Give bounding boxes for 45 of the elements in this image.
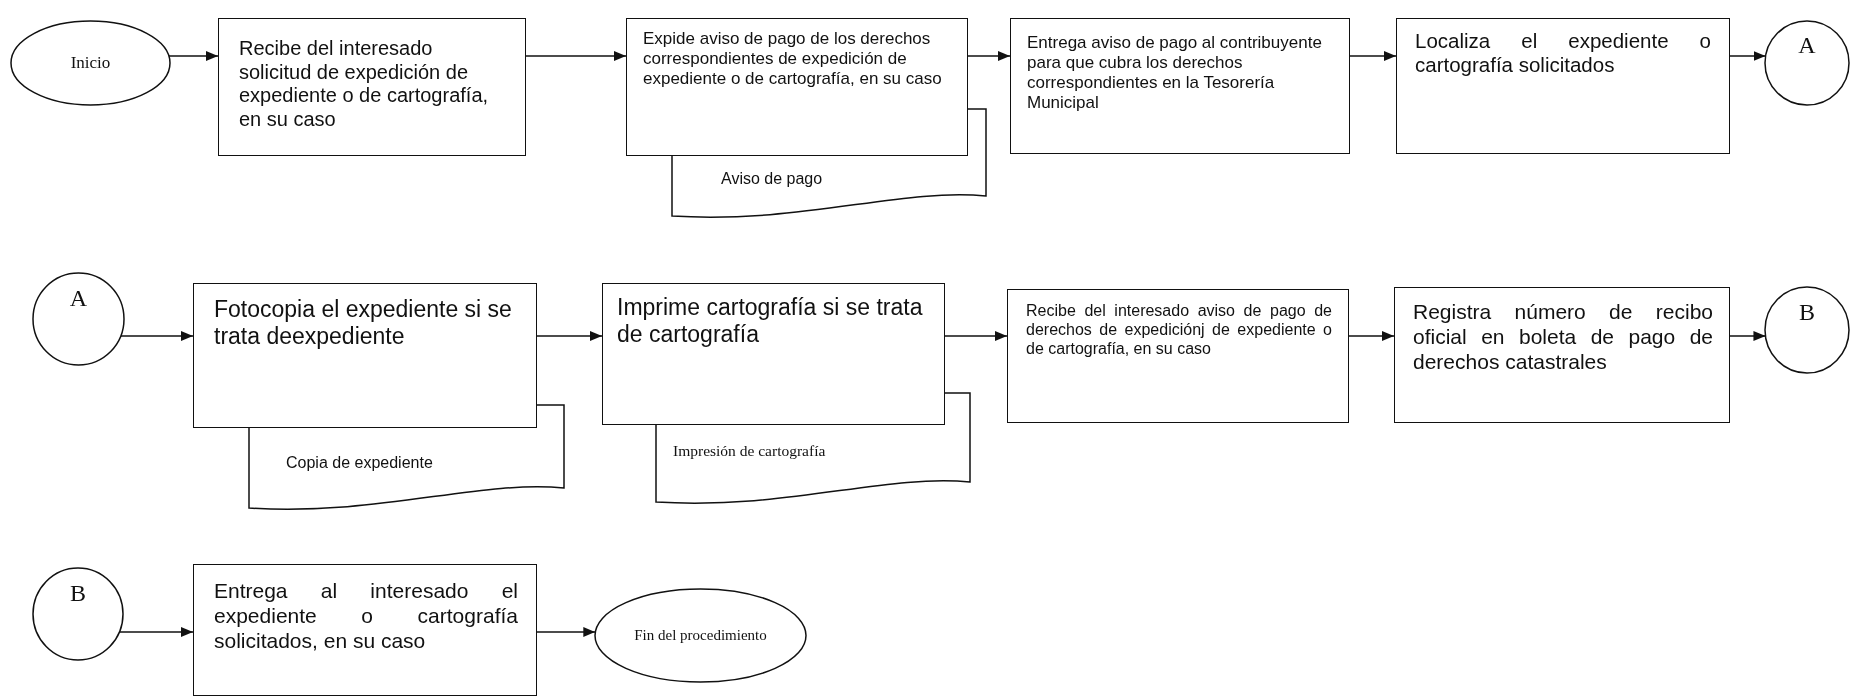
arrow [1348,331,1395,341]
step-text: Entrega aviso de pago al contribuyente para que cubra los derechos correspondientes en la Tesorería Municipal [1027,33,1323,114]
arrow [967,51,1011,61]
arrow [1729,331,1767,341]
process-box [1396,18,1730,154]
connector-label: A [68,284,89,314]
step-text: Recibe del interesado aviso de pago de derechos de expediciónj de expediente o de cartografía, en su caso [1026,302,1332,359]
process-box [193,283,537,428]
arrow [944,331,1008,341]
document-label: Aviso de pago [721,170,824,189]
process-box [218,18,526,156]
step-text: Fotocopia el expediente si se trata deexpediente [214,296,513,351]
terminator-ellipse [594,588,807,683]
connector-label: B [1798,297,1816,327]
connector-circle [32,567,124,661]
document-label: Copia de expediente [286,454,434,473]
step-text: Registra número de recibo oficial en boleta de pago de derechos catastrales [1413,300,1713,375]
arrow [168,51,219,61]
connector-label: A [1797,31,1817,61]
process-box [1007,289,1349,423]
step-text: Recibe del interesado solicitud de expedición de expediente o de cartografía, en su caso [239,37,490,132]
process-box [1394,287,1730,423]
process-box [1010,18,1350,154]
step-text: Expide aviso de pago de los derechos correspondientes de expedición de expediente o de cartografía, en su caso [643,29,943,90]
terminator-label: Fin del procedimiento [633,625,768,645]
arrow [1349,51,1397,61]
terminator-ellipse [10,20,171,106]
terminator-label: Inicio [69,51,112,74]
arrow [536,331,603,341]
arrow [120,331,194,341]
document-label: Impresión de cartografía [673,442,827,461]
arrow [525,51,627,61]
arrow [1729,51,1767,61]
arrow [536,627,597,637]
step-text: Localiza el expediente o cartografía solicitados [1415,29,1711,78]
connector-label: B [69,579,87,609]
connector-circle [32,272,125,366]
connector-circle [1764,286,1850,374]
step-text: Entrega al interesado el expediente o cartografía solicitados, en su caso [214,579,518,654]
connector-circle [1764,20,1850,106]
process-box [193,564,537,696]
step-text: Imprime cartografía si se trata de cartografía [617,294,924,349]
arrow [118,627,194,637]
process-box [626,18,968,156]
process-box [602,283,945,425]
